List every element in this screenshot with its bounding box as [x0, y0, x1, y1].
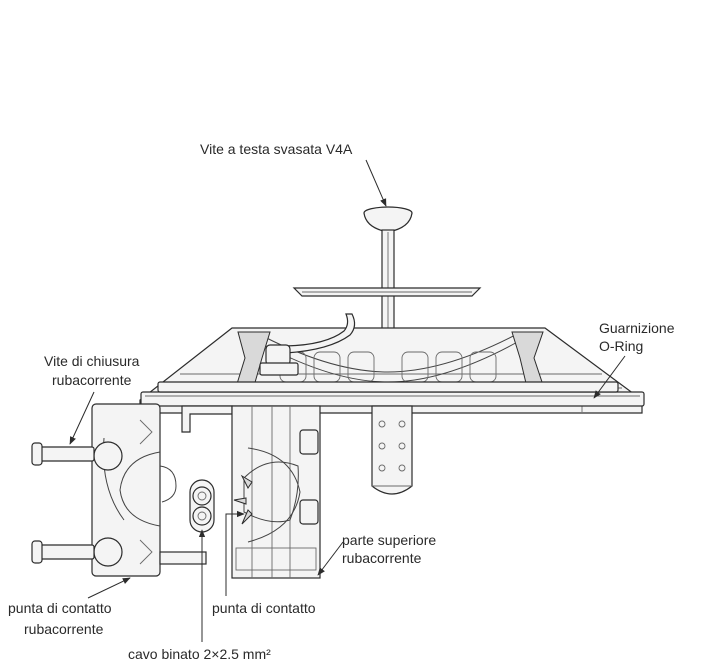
- contact-tip-label-line2: rubacorrente: [24, 621, 104, 637]
- upper-part-body: [231, 405, 321, 579]
- contact-point-label: punta di contatto: [212, 600, 316, 616]
- countersunk-screw-label: Vite a testa svasata V4A: [200, 141, 353, 157]
- contact-cylinder: [371, 405, 413, 495]
- twin-cable-label: cavo binato 2×2.5 mm²: [128, 646, 271, 662]
- plate-bracket: [181, 405, 233, 433]
- countersunk-screw-drawing: [363, 206, 413, 331]
- closing-screw-leader: [69, 391, 95, 445]
- washer-plate: [292, 287, 482, 297]
- upper-part-label-line1: parte superiore: [342, 532, 437, 548]
- countersunk-screw-leader: [365, 159, 387, 207]
- upper-part-label-line2: rubacorrente: [342, 550, 422, 566]
- bottom-assembly-view: [31, 313, 645, 642]
- o-ring-gasket-label-line1: Guarnizione: [599, 320, 675, 336]
- o-ring-leader: [593, 355, 626, 399]
- upper-part-leader: [317, 541, 344, 576]
- twin-cable-section: [189, 479, 215, 533]
- contact-point-leader: [225, 510, 245, 596]
- connector-cable: [285, 313, 356, 354]
- top-assembly-view: [139, 159, 643, 414]
- closing-screw-label-line2: rubacorrente: [52, 372, 132, 388]
- angle-connector: [259, 344, 299, 376]
- contact-tip-leader: [87, 577, 131, 599]
- closing-screws: [31, 442, 95, 564]
- o-ring-plate: [140, 381, 645, 407]
- closing-screw-label-line1: Vite di chiusura: [44, 353, 140, 369]
- o-ring-gasket-label-line2: O-Ring: [599, 338, 644, 354]
- contact-tip-label-line1: punta di contatto: [8, 600, 112, 616]
